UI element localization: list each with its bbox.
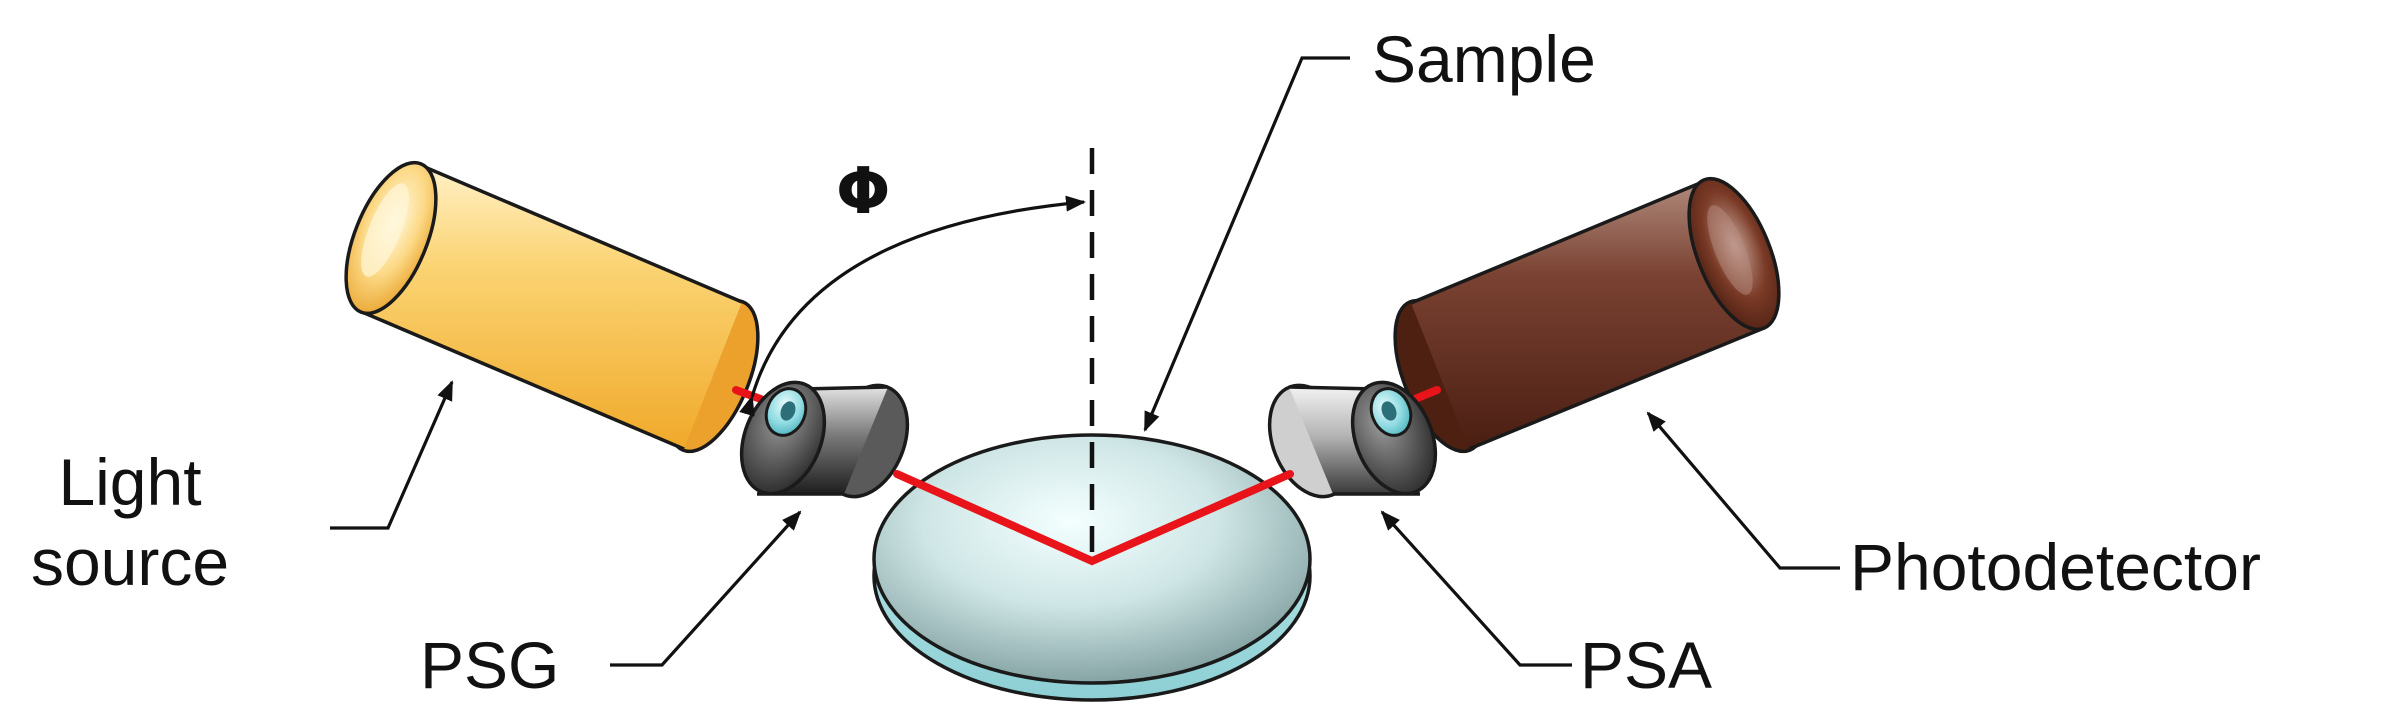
photodetector-leader [1646,411,1840,570]
psa-polarizer [1267,380,1438,499]
sample-disk [872,433,1312,702]
psa-label: PSA [1580,628,1712,702]
light-source-leader [330,380,454,530]
sample-label: Sample [1372,22,1596,96]
light-source [344,160,760,454]
psg-leader [610,510,802,667]
light-source-label-line2: source [31,525,229,599]
photodetector [1393,176,1781,454]
incidence-angle-arc [739,195,1086,417]
light-source-label-line1: Light [58,445,201,519]
sample-leader [1143,56,1350,432]
psg-label: PSG [420,628,559,702]
psa-leader [1380,510,1572,667]
angle-phi-label: Φ [836,155,890,229]
light-beam-reflection [893,470,1294,566]
photodetector-label: Photodetector [1850,530,2261,604]
